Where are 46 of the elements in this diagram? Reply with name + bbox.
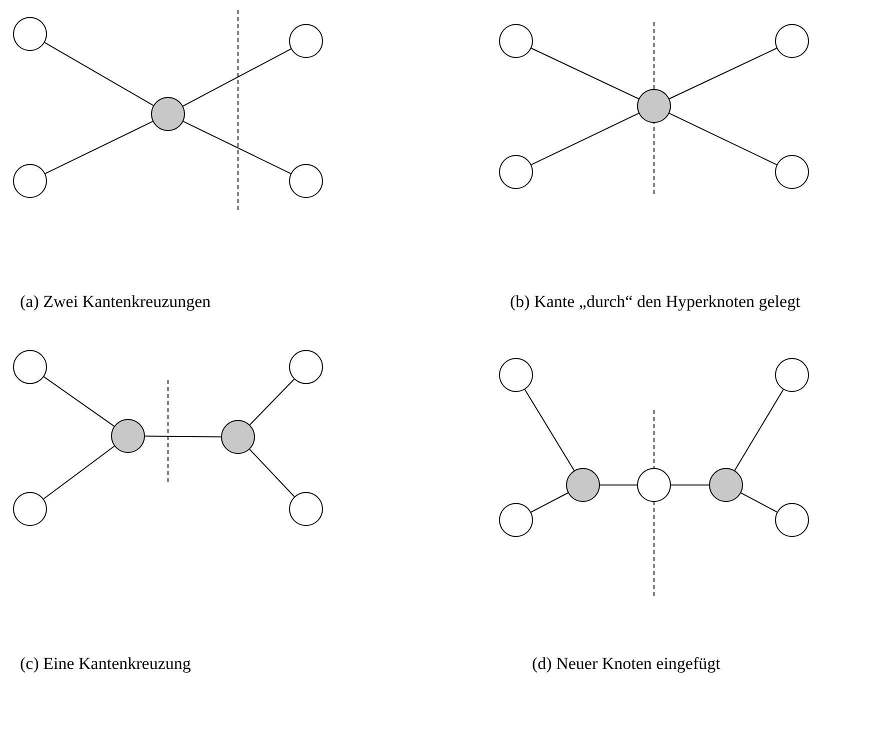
node-circle	[499, 503, 533, 537]
caption: (c) Eine Kantenkreuzung	[20, 654, 191, 674]
connector-line	[43, 376, 115, 427]
node-circle	[499, 24, 533, 58]
hypernode-circle	[637, 89, 671, 123]
connector-line	[144, 436, 222, 438]
node-circle	[775, 155, 809, 189]
connector-line	[43, 446, 115, 500]
connector-line	[600, 484, 638, 486]
connector-line	[734, 389, 784, 471]
caption: (d) Neuer Knoten eingefügt	[532, 654, 720, 674]
node-circle	[13, 17, 47, 51]
connector-line	[740, 492, 778, 513]
node-circle	[499, 155, 533, 189]
connector-line	[182, 48, 292, 107]
node-circle	[637, 468, 671, 502]
caption: (b) Kante „durch“ den Hyperknoten gelegt	[510, 292, 800, 312]
hypernode-circle	[709, 468, 743, 502]
hypernode-circle	[566, 468, 600, 502]
caption: (a) Zwei Kantenkreuzungen	[20, 292, 211, 312]
connector-line	[44, 42, 154, 106]
connector-line	[249, 378, 295, 426]
connector-line	[530, 48, 640, 100]
connector-line	[668, 48, 778, 100]
connector-line	[44, 120, 154, 174]
node-circle	[289, 164, 323, 198]
node-circle	[13, 350, 47, 384]
hypernode-circle	[151, 97, 185, 131]
node-circle	[775, 503, 809, 537]
hypernode-circle	[221, 420, 255, 454]
node-circle	[289, 350, 323, 384]
connector-line	[524, 389, 575, 471]
connector-line	[668, 112, 778, 166]
node-circle	[499, 358, 533, 392]
connector-line	[670, 484, 710, 486]
node-circle	[289, 24, 323, 58]
node-circle	[775, 24, 809, 58]
node-circle	[13, 164, 47, 198]
hypernode-circle	[111, 419, 145, 453]
connector-line	[249, 448, 295, 498]
connector-line	[182, 120, 292, 174]
node-circle	[289, 492, 323, 526]
connector-line	[530, 112, 640, 166]
node-circle	[775, 358, 809, 392]
connector-line	[530, 492, 568, 513]
node-circle	[13, 492, 47, 526]
